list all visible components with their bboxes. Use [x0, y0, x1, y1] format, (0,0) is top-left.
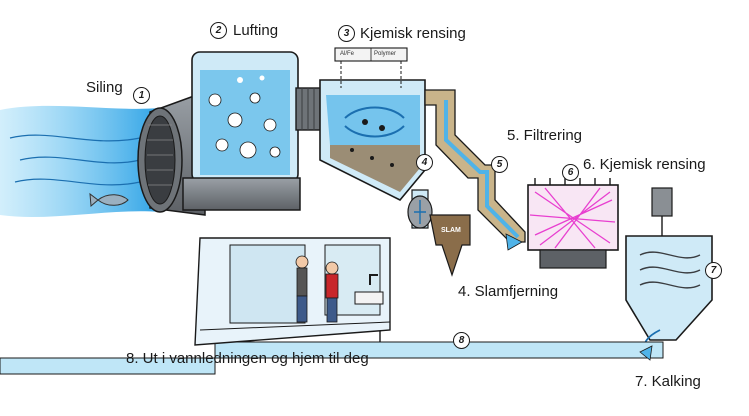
flow-arrow — [505, 233, 523, 251]
step-label-ut-i-vannledningen: 8. Ut i vannledningen og hjem til deg — [126, 350, 369, 367]
step-number-4: 4 — [416, 154, 433, 171]
step-label-kjemisk-rensing-6: 6. Kjemisk rensing — [583, 156, 706, 173]
person-icon — [295, 255, 309, 323]
filter-unit — [527, 178, 619, 269]
flow-arrow — [639, 345, 653, 361]
fish-icon — [89, 192, 129, 208]
step-label-kjemisk-rensing-3: Kjemisk rensing — [360, 25, 466, 42]
step-label-filtrering: 5. Filtrering — [507, 127, 583, 144]
faucet-icon — [354, 274, 384, 305]
sludge-chute — [429, 214, 471, 277]
step-label-lufting: Lufting — [233, 22, 279, 39]
step-label-kalking: 7. Kalking — [635, 373, 701, 390]
sludge-sign: SLAM — [441, 227, 461, 234]
incoming-water-stream — [0, 105, 160, 217]
step-number-1: 1 — [133, 87, 150, 104]
step-number-3: 3 — [338, 25, 355, 42]
chemical-tag-al-fe: Al/Fe — [340, 51, 355, 57]
step-number-7: 7 — [705, 262, 722, 279]
step-number-8: 8 — [453, 332, 470, 349]
water-main-pipe — [0, 300, 664, 375]
step-number-2: 2 — [210, 22, 227, 39]
chemical-dosing-bar — [334, 47, 408, 88]
sludge-outlet — [407, 189, 433, 229]
chemical-treatment-tank — [319, 79, 426, 201]
step-label-siling: Siling — [86, 79, 123, 96]
step-number-5: 5 — [491, 156, 508, 173]
aeration-tank — [182, 51, 301, 211]
chemical-tag-polymer: Polymer — [374, 51, 397, 57]
lime-mixing-tank — [625, 187, 713, 353]
step-label-slamfjerning: 4. Slamfjerning — [458, 283, 559, 300]
step-number-6: 6 — [562, 164, 579, 181]
person-icon — [325, 261, 339, 323]
